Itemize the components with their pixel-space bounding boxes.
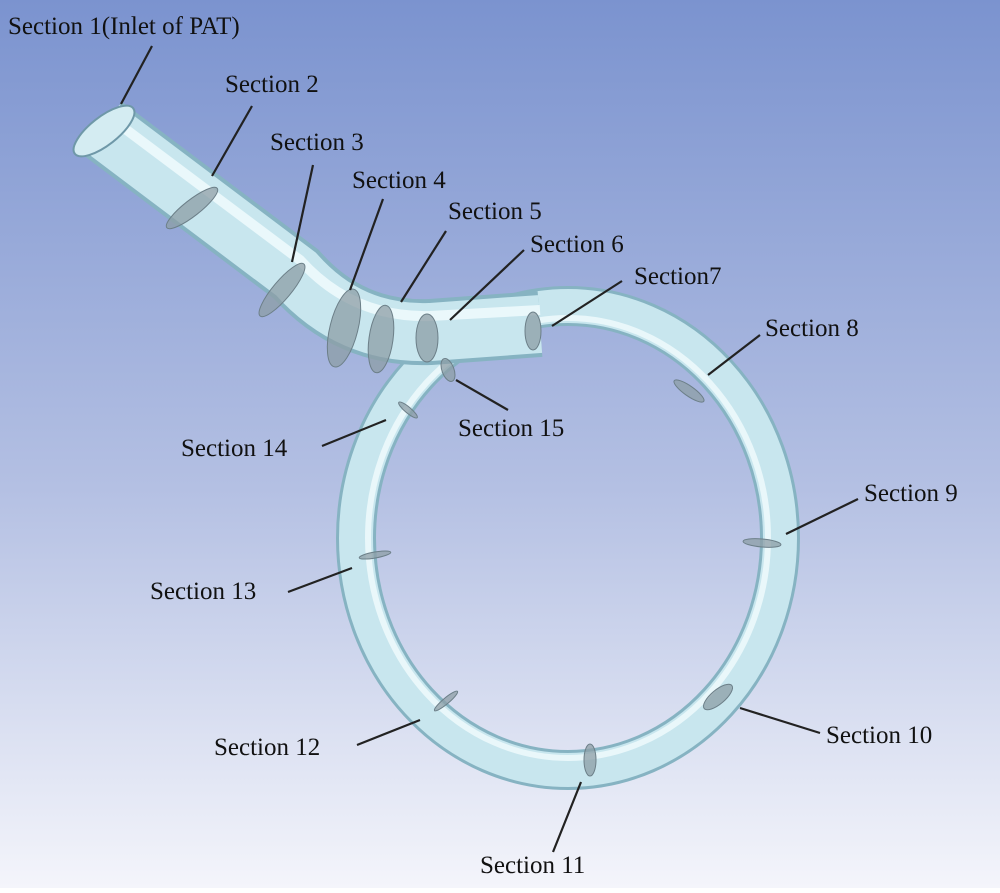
leader-s5 [400, 230, 447, 303]
label-section-10: Section 10 [826, 722, 933, 749]
label-section-5: Section 5 [448, 198, 542, 225]
leader-s14 [321, 418, 387, 448]
leader-s1 [120, 45, 153, 105]
section-10-cut [702, 683, 734, 711]
label-section-6: Section 6 [530, 231, 624, 258]
section-11-cut [583, 743, 597, 777]
ring-highlight [365, 315, 771, 761]
leader-s6 [449, 249, 525, 321]
label-section-12: Section 12 [214, 734, 321, 761]
label-section-9: Section 9 [864, 480, 958, 507]
label-section-3: Section 3 [270, 129, 364, 156]
section-15-cut [440, 358, 456, 382]
leader-s10 [739, 706, 821, 735]
leader-s15 [455, 379, 509, 411]
leader-s7 [551, 280, 623, 327]
section-8-cut [673, 379, 705, 403]
label-section-7: Section7 [634, 263, 722, 290]
label-section-11: Section 11 [480, 852, 586, 879]
section-cuts [165, 186, 782, 777]
leader-s9 [785, 498, 859, 535]
inlet-opening [72, 104, 136, 158]
section-5-cut [367, 304, 395, 374]
leader-s13 [287, 566, 353, 594]
section-14-cut [398, 401, 418, 419]
leader-s12 [356, 718, 421, 747]
leader-s3 [290, 164, 315, 263]
label-section-13: Section 13 [150, 578, 257, 605]
section-2-cut [165, 186, 219, 230]
section-3-cut [258, 262, 306, 318]
section-13-cut [358, 550, 392, 560]
section-7-cut [524, 311, 542, 351]
label-section-15: Section 15 [458, 415, 565, 442]
label-section-1: Section 1(Inlet of PAT) [8, 13, 240, 40]
section-4-cut [326, 288, 362, 368]
label-section-2: Section 2 [225, 71, 319, 98]
ring-body [339, 289, 797, 787]
leader-s11 [551, 781, 583, 853]
label-section-8: Section 8 [765, 315, 859, 342]
section-6-cut [415, 313, 439, 363]
leader-s2 [211, 105, 253, 177]
leader-lines [120, 45, 859, 853]
section-12-cut [433, 690, 459, 712]
leader-s8 [707, 334, 761, 376]
label-section-14: Section 14 [181, 435, 288, 462]
leader-s4 [348, 198, 385, 291]
section-9-cut [742, 538, 782, 548]
label-section-4: Section 4 [352, 167, 446, 194]
